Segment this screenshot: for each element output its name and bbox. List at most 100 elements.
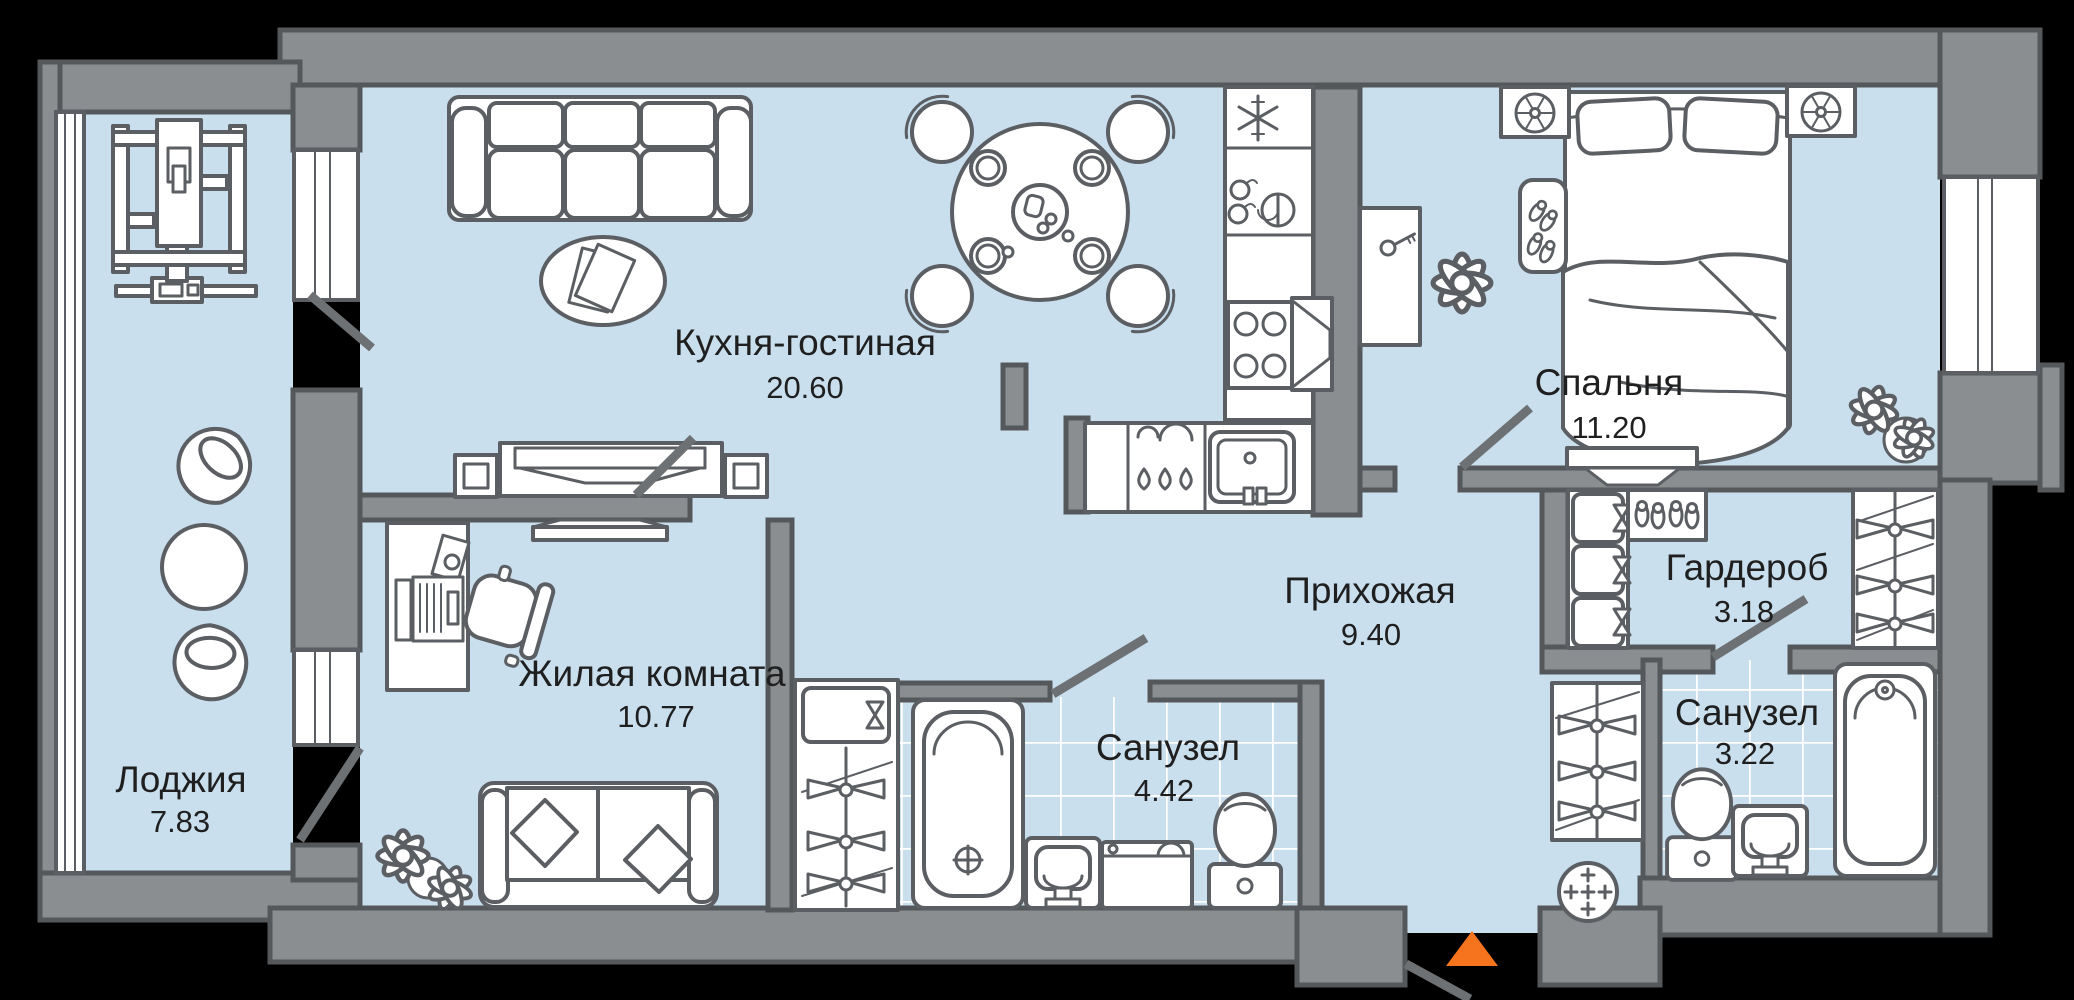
- door-leaf-loggia-living: [296, 745, 364, 843]
- toilet-icon: [1665, 767, 1739, 882]
- room-labels: Кухня-гостиная 20.60 Спальня 11.20 Прихо…: [115, 322, 1828, 839]
- bedroom-furniture: [1358, 84, 1942, 487]
- pillow-icon: [623, 824, 693, 894]
- washbasin-icon: [1024, 836, 1102, 910]
- shelf-boxes-icon: [1566, 488, 1632, 650]
- room-area-living-room: 10.77: [617, 699, 695, 734]
- room-label-living-room: Жилая комната: [518, 653, 786, 694]
- pillow-icon: [1682, 96, 1780, 156]
- hanger-rail-icon: [1851, 488, 1940, 650]
- washbasin-icon: [1731, 804, 1809, 878]
- desk-icon: [385, 521, 471, 692]
- wall-wardrobe-left: [1539, 487, 1571, 651]
- kitchen-living-furniture: [447, 85, 1334, 542]
- dishwasher-icon: [1136, 422, 1194, 491]
- walls: [37, 27, 2065, 988]
- room-label-bedroom: Спальня: [1535, 362, 1684, 403]
- fridge-snowflake-icon: [1237, 94, 1279, 142]
- laptop-icon: [394, 575, 465, 643]
- room-label-kitchen-living: Кухня-гостиная: [674, 322, 936, 363]
- tv-console-icon: [453, 441, 769, 499]
- plant-icon: [1433, 254, 1491, 312]
- wall-bath-main-right: [1297, 679, 1325, 915]
- room-area-loggia: 7.83: [150, 804, 210, 839]
- loggia-furniture: [111, 118, 261, 714]
- wall-right-mid: [1937, 370, 2043, 486]
- room-label-bathroom-main: Санузел: [1096, 727, 1240, 768]
- key-icon: [1379, 232, 1416, 257]
- washing-machine-icon: [1100, 840, 1194, 910]
- door-leaf-entrance: [1403, 960, 1473, 1000]
- wall-bedroom-bottom-left: [1357, 465, 1398, 493]
- loggia-window-upper: [292, 148, 360, 302]
- dining-table-icon: [896, 86, 1185, 343]
- hall-closet-icon: [793, 678, 900, 912]
- living-room-furniture: [378, 521, 719, 919]
- room-area-bathroom-main: 4.42: [1134, 773, 1194, 808]
- exercise-machine-icon: [111, 118, 258, 304]
- loggia-glazing-window: [54, 110, 86, 875]
- bathtub-icon: [911, 698, 1025, 910]
- shoe-shelf-icon: [1626, 488, 1708, 542]
- dresser-icon: [1358, 206, 1422, 347]
- room-label-bathroom-small: Санузел: [1675, 692, 1819, 733]
- plant-icon: [378, 831, 481, 919]
- nightstand-fan-icon: [1785, 84, 1857, 138]
- wall-wardrobe-bottom-left: [1539, 644, 1716, 675]
- floor-drain-icon: [1557, 861, 1619, 923]
- room-area-bedroom: 11.20: [1571, 410, 1646, 445]
- kitchen-small-appliances-icon: [1227, 179, 1296, 228]
- wardrobe-furniture: [1566, 488, 1940, 650]
- kitchen-stove-icon: [1226, 300, 1294, 390]
- toilet-icon: [1207, 792, 1283, 910]
- kitchen-sink-row: [1083, 421, 1315, 514]
- sofa-2-seat-icon: [478, 781, 719, 909]
- bathtub-icon: [1833, 662, 1937, 878]
- wall-loggia-pier-top: [290, 82, 363, 153]
- wall-loggia-pier-mid: [290, 387, 363, 653]
- coffee-table-icon: [539, 235, 667, 327]
- room-label-wardrobe: Гардероб: [1666, 547, 1829, 588]
- office-chair-icon: [463, 564, 556, 668]
- cooker-hood-icon: [1290, 296, 1334, 392]
- wall-entrance-right-stub: [1537, 905, 1663, 988]
- loggia-window-lower: [292, 648, 360, 747]
- wall-loggia-top: [37, 59, 303, 115]
- door-leaf-bedroom: [1459, 404, 1533, 471]
- wall-entrance-left-stub: [1294, 905, 1408, 988]
- pillow-icon: [1575, 96, 1673, 156]
- wall-right-bump: [2037, 362, 2065, 493]
- tv-icon: [531, 518, 669, 542]
- hanger-rail-icon: [1550, 681, 1645, 842]
- room-area-hallway: 9.40: [1341, 617, 1401, 652]
- wall-living-right: [765, 517, 795, 913]
- hallway-furniture: [1550, 681, 1645, 923]
- windows: [54, 110, 2040, 875]
- door-leaf-loggia-kitchen: [307, 291, 375, 352]
- room-label-hallway: Прихожая: [1284, 570, 1455, 611]
- plant-icon: [1845, 381, 1942, 466]
- wall-bath-small-left: [1640, 657, 1663, 883]
- wall-bottom-main: [267, 905, 1328, 965]
- rug-slippers-icon: [1518, 178, 1568, 274]
- sofa-3-seat-icon: [447, 95, 753, 222]
- makeup-table-icon: [1565, 446, 1699, 487]
- door-leaves: [296, 291, 1809, 1000]
- wall-bedroom-bottom-right: [1457, 465, 1943, 493]
- round-table-icon: [160, 523, 248, 611]
- bathroom-small-fixtures: [1665, 662, 1937, 882]
- wall-loggia-pier-bottom: [290, 842, 363, 883]
- wall-right-lower: [1937, 477, 1993, 938]
- wall-right-upper: [1937, 27, 2043, 180]
- entrance-marker: [1446, 931, 1498, 966]
- drain-icon: [952, 844, 984, 876]
- kitchen-counter: [1223, 85, 1334, 422]
- room-area-wardrobe: 3.18: [1714, 594, 1774, 629]
- bathroom-main-fixtures: [793, 678, 1283, 912]
- pillow-icon: [510, 798, 579, 868]
- door-leaf-living: [632, 434, 697, 499]
- kitchen-sink-icon: [1208, 430, 1296, 506]
- wall-top-main: [277, 27, 2043, 88]
